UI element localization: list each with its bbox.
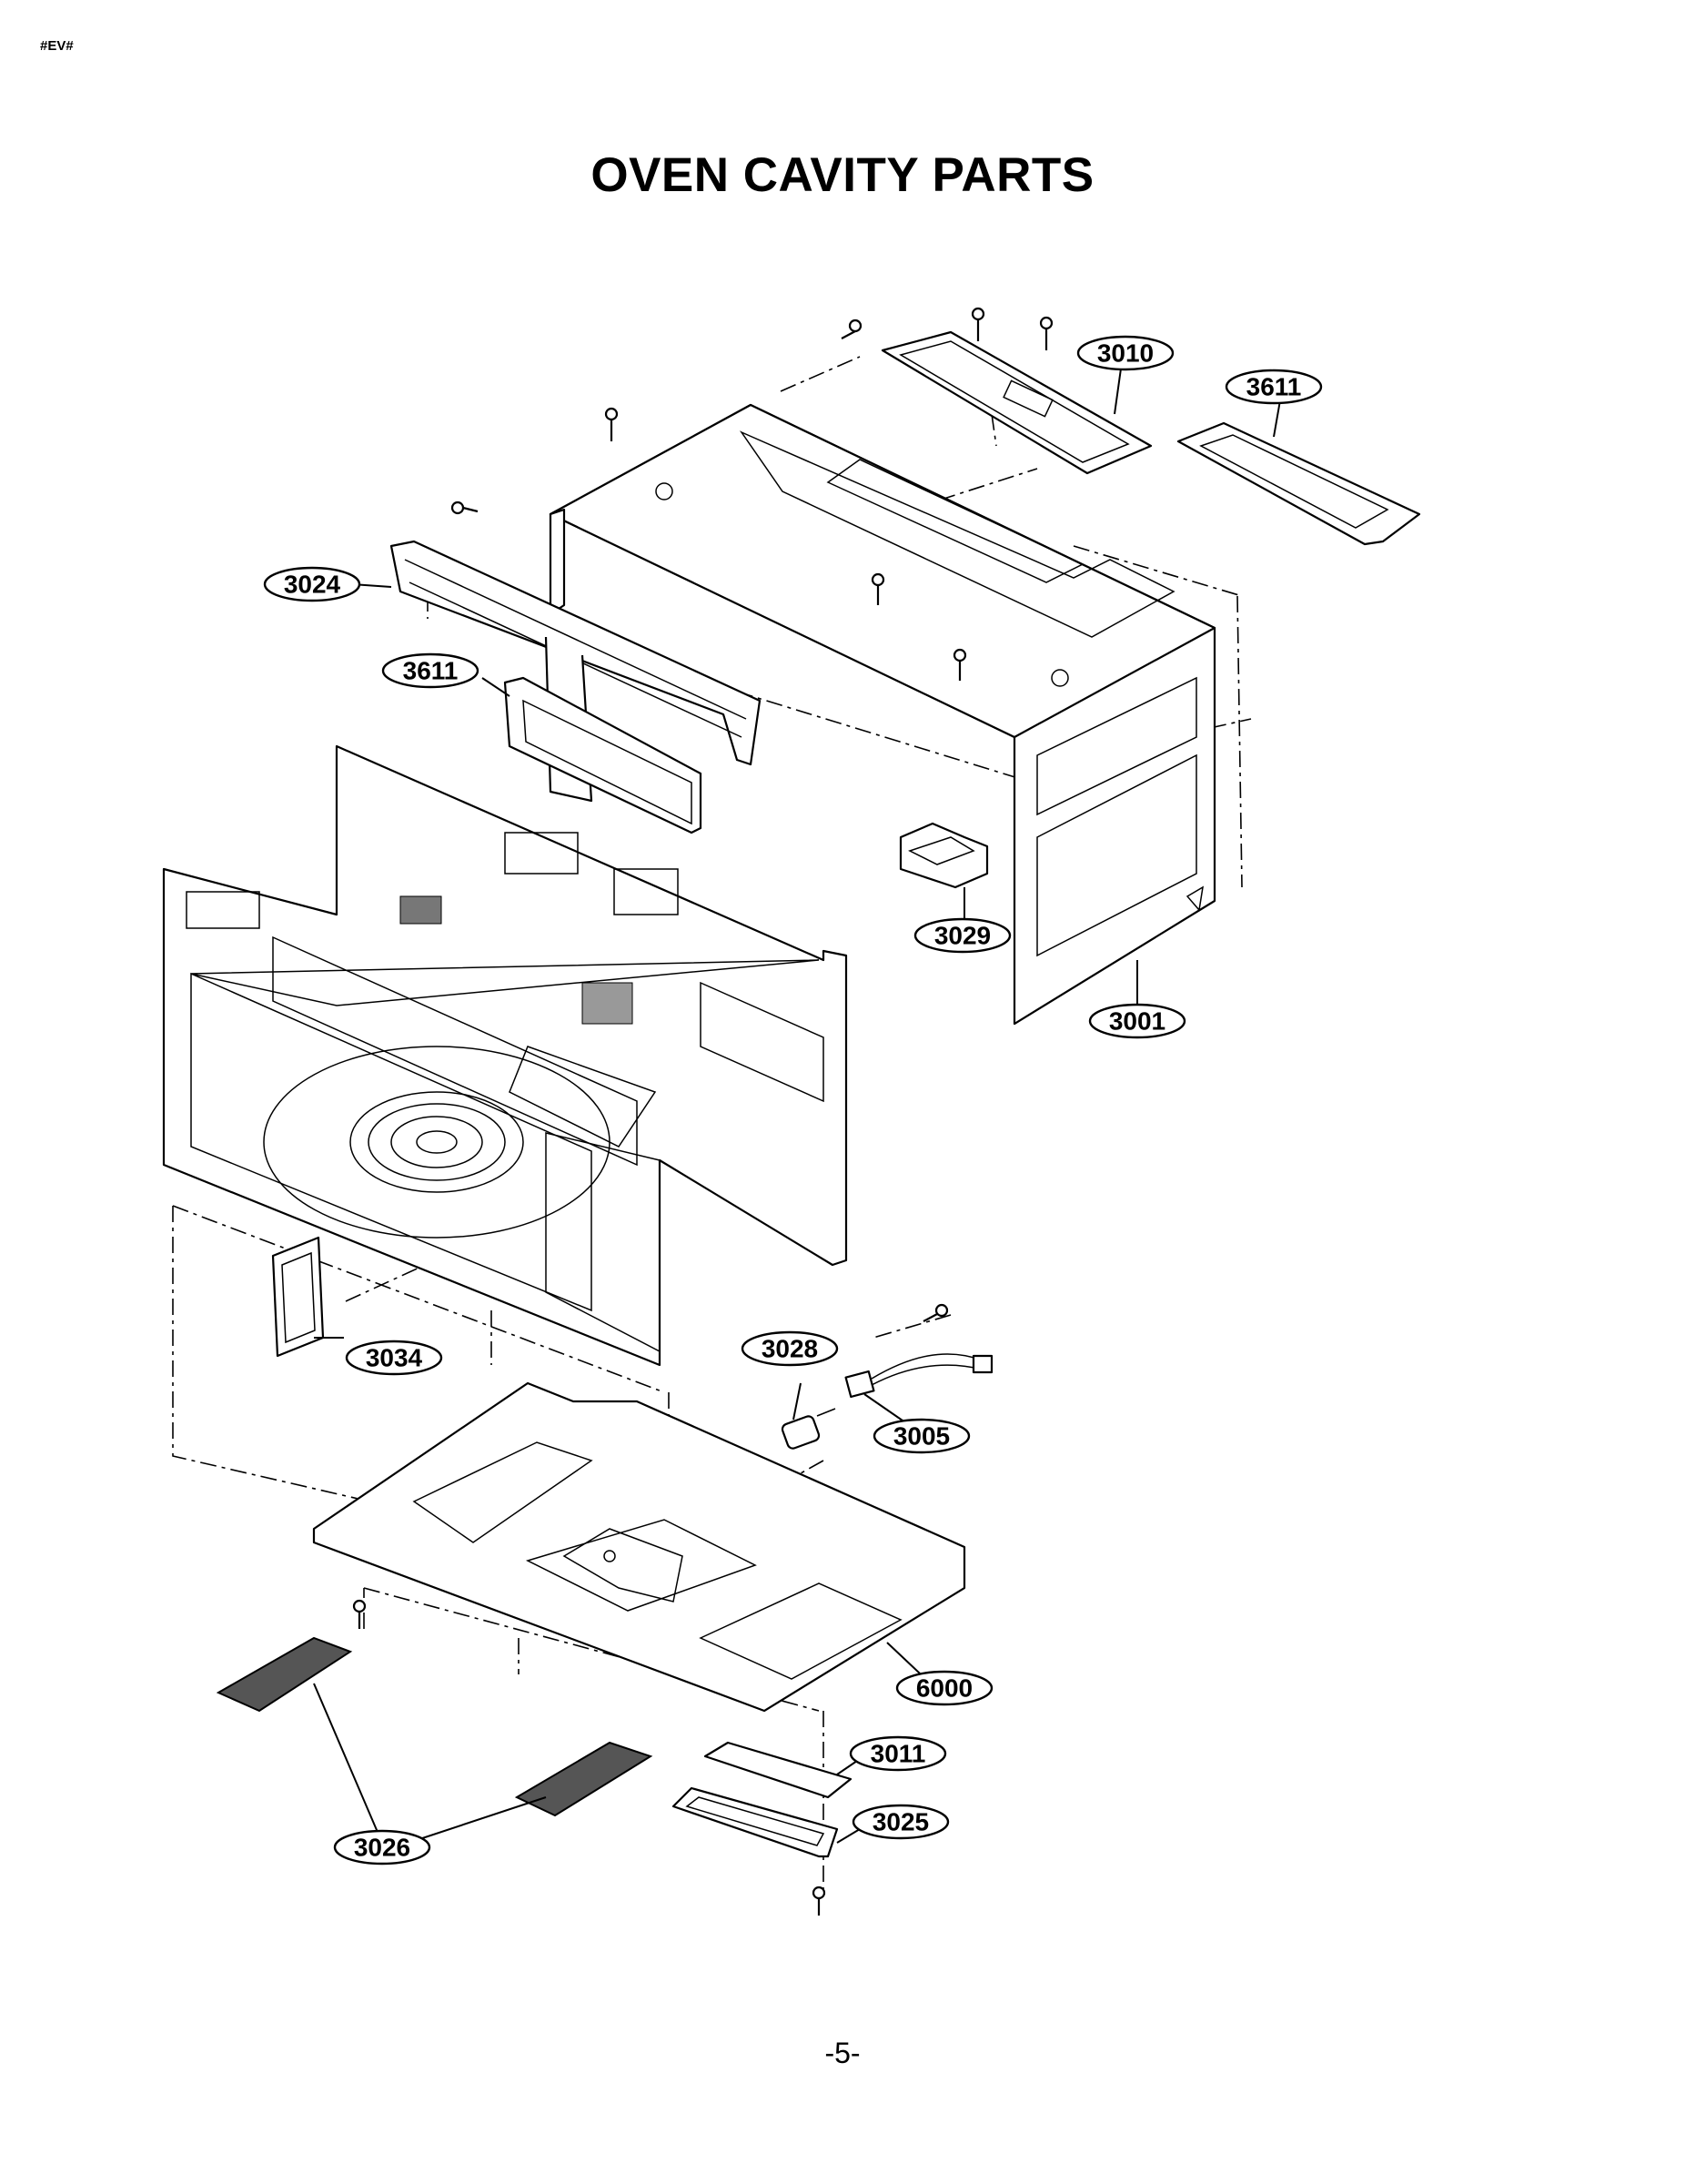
svg-text:3010: 3010 — [1097, 339, 1154, 368]
lamp-lens-part — [703, 1741, 853, 1799]
screw-icon — [450, 500, 479, 515]
document-tag: #EV# — [40, 38, 74, 54]
switch-bracket-part — [899, 822, 989, 919]
svg-text:3005: 3005 — [893, 1422, 950, 1451]
bottom-plate-part — [312, 1381, 966, 1713]
wire-harness-part — [844, 1353, 994, 1399]
svg-text:6000: 6000 — [916, 1674, 973, 1703]
screw-icon — [352, 1599, 367, 1629]
callout-3034: 3034 — [345, 1340, 443, 1376]
svg-text:3026: 3026 — [354, 1834, 410, 1862]
oven-cavity-assembly — [162, 744, 848, 1367]
svg-text:3034: 3034 — [366, 1344, 423, 1372]
screw-icon — [812, 1886, 826, 1916]
svg-text:3611: 3611 — [403, 657, 459, 685]
callout-3010: 3010 — [1076, 335, 1175, 371]
page-number: -5- — [824, 2037, 861, 2069]
page-title: OVEN CAVITY PARTS — [590, 148, 1095, 202]
callout-6000: 6000 — [895, 1670, 994, 1706]
screw-icon — [953, 648, 967, 681]
callout-3011: 3011 — [849, 1735, 947, 1772]
screw-icon — [604, 407, 619, 441]
grease-filter-left-part — [216, 1636, 353, 1713]
callout-3611-top: 3611 — [1225, 369, 1323, 405]
screw-icon — [871, 572, 885, 605]
screw-icon — [971, 307, 985, 341]
grease-filter-right-part — [514, 1741, 653, 1817]
screw-icon — [841, 318, 863, 339]
screw-icon — [923, 1303, 949, 1322]
filter-cover-top-part — [1176, 421, 1421, 546]
callout-3029: 3029 — [913, 917, 1012, 954]
svg-text:3011: 3011 — [871, 1740, 926, 1768]
callout-3005: 3005 — [873, 1418, 971, 1454]
filter-cover-middle-part — [503, 676, 702, 834]
callout-3026: 3026 — [333, 1829, 431, 1866]
lamp-socket-part — [781, 1382, 836, 1450]
svg-text:3024: 3024 — [284, 571, 341, 599]
callout-3028: 3028 — [741, 1330, 839, 1367]
callout-3611-middle: 3611 — [381, 652, 479, 689]
waveguide-cover-part — [271, 1236, 325, 1358]
screws — [352, 307, 1054, 1916]
top-cover-plate-part — [881, 330, 1153, 475]
svg-text:3001: 3001 — [1109, 1007, 1165, 1036]
callout-3024: 3024 — [263, 566, 361, 602]
svg-text:3025: 3025 — [873, 1808, 929, 1836]
callout-3001: 3001 — [1088, 1003, 1186, 1039]
lamp-cover-part — [671, 1786, 839, 1858]
svg-text:3028: 3028 — [762, 1335, 818, 1363]
screw-icon — [1039, 316, 1054, 350]
svg-text:3611: 3611 — [1246, 373, 1302, 401]
outer-case-part — [549, 403, 1216, 1026]
leader-lines — [313, 368, 1281, 1846]
callout-3025: 3025 — [852, 1804, 950, 1840]
svg-text:3029: 3029 — [934, 922, 991, 950]
